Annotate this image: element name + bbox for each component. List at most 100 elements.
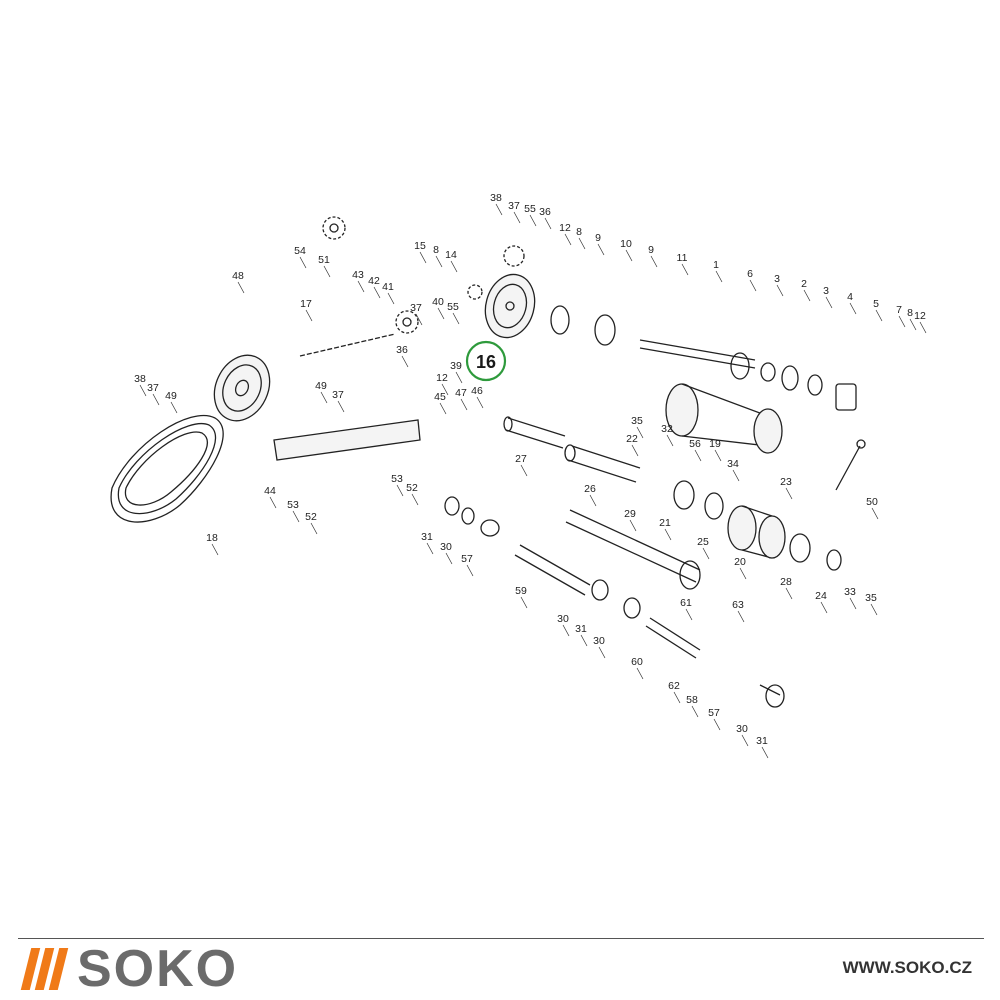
leader-line xyxy=(578,237,586,250)
shaft-59 xyxy=(514,544,641,619)
part-label: 5 xyxy=(873,298,879,310)
part-label: 9 xyxy=(595,232,601,244)
leader-line xyxy=(415,313,423,326)
leader-line xyxy=(439,402,447,415)
part-label: 61 xyxy=(680,597,692,609)
small-parts-left xyxy=(444,496,500,537)
part-label: 28 xyxy=(780,576,792,588)
part-label: 37 xyxy=(147,382,159,394)
part-label: 33 xyxy=(844,586,856,598)
part-label: 42 xyxy=(368,275,380,287)
roller-20 xyxy=(727,505,842,571)
part-label: 41 xyxy=(382,281,394,293)
highlight-circle xyxy=(465,340,507,382)
leader-line xyxy=(337,400,345,413)
part-label: 56 xyxy=(689,438,701,450)
leader-line xyxy=(650,255,658,268)
website-url[interactable]: WWW.SOKO.CZ xyxy=(842,958,972,977)
leader-line xyxy=(387,292,395,305)
leader-line xyxy=(452,312,460,325)
part-label: 51 xyxy=(318,254,330,266)
leader-line xyxy=(732,469,740,482)
part-label: 40 xyxy=(432,296,444,308)
part-label: 37 xyxy=(508,200,520,212)
leader-line xyxy=(437,307,445,320)
part-label: 32 xyxy=(661,423,673,435)
part-label: 43 xyxy=(352,269,364,281)
leader-line xyxy=(713,718,721,731)
leader-line xyxy=(749,279,757,292)
leader-line xyxy=(435,255,443,268)
part-label: 25 xyxy=(697,536,709,548)
part-label: 4 xyxy=(847,291,853,303)
part-label: 55 xyxy=(524,203,536,215)
part-label: 36 xyxy=(539,206,551,218)
part-label: 35 xyxy=(865,592,877,604)
part-label: 3 xyxy=(774,273,780,285)
leader-line xyxy=(357,280,365,293)
cardan-shaft-29 xyxy=(565,509,701,590)
leader-line xyxy=(455,371,463,384)
leader-line xyxy=(691,705,699,718)
part-label: 37 xyxy=(332,389,344,401)
part-label: 54 xyxy=(294,245,306,257)
part-label: 58 xyxy=(686,694,698,706)
leader-line xyxy=(870,603,878,616)
leader-line xyxy=(460,398,468,411)
part-label: 31 xyxy=(756,735,768,747)
part-label: 2 xyxy=(801,278,807,290)
leader-line xyxy=(785,587,793,600)
part-label: 52 xyxy=(305,511,317,523)
part-label: 52 xyxy=(406,482,418,494)
leader-line xyxy=(544,217,552,230)
leader-line xyxy=(849,302,857,315)
wrench-50 xyxy=(835,439,866,491)
pulley-16 xyxy=(484,273,536,339)
leader-line xyxy=(673,691,681,704)
part-label: 53 xyxy=(287,499,299,511)
bearing-rings-top xyxy=(550,305,857,411)
leader-line xyxy=(520,464,528,477)
part-label: 50 xyxy=(866,496,878,508)
part-label: 7 xyxy=(896,304,902,316)
rings-21-25 xyxy=(673,480,724,520)
leader-line xyxy=(898,315,906,328)
leader-line xyxy=(396,484,404,497)
part-label: 57 xyxy=(461,553,473,565)
part-label: 31 xyxy=(575,623,587,635)
part-label: 30 xyxy=(736,723,748,735)
part-label: 44 xyxy=(264,485,276,497)
leader-line xyxy=(320,391,328,404)
part-label: 30 xyxy=(557,613,569,625)
leader-line xyxy=(849,597,857,610)
leader-line xyxy=(714,449,722,462)
leader-line xyxy=(694,449,702,462)
leader-line xyxy=(401,355,409,368)
leader-line xyxy=(419,251,427,264)
leader-line xyxy=(237,281,245,294)
leader-line xyxy=(803,289,811,302)
leader-line xyxy=(636,426,644,439)
brand-bars-icon xyxy=(20,948,69,990)
part-label: 27 xyxy=(515,453,527,465)
leader-line xyxy=(269,496,277,509)
leader-line xyxy=(597,243,605,256)
part-label: 8 xyxy=(576,226,582,238)
sprocket-54 xyxy=(322,216,346,240)
main-shaft xyxy=(639,339,756,369)
part-label: 24 xyxy=(815,590,827,602)
part-label: 12 xyxy=(914,310,926,322)
tube-27-26 xyxy=(503,416,641,483)
part-label: 12 xyxy=(559,222,571,234)
leader-line xyxy=(739,567,747,580)
part-label: 1 xyxy=(713,259,719,271)
part-label: 9 xyxy=(648,244,654,256)
leader-line xyxy=(825,296,833,309)
part-label: 6 xyxy=(747,268,753,280)
bracket-44 xyxy=(273,419,421,461)
leader-line xyxy=(170,401,178,414)
part-label: 60 xyxy=(631,656,643,668)
part-label: 57 xyxy=(708,707,720,719)
